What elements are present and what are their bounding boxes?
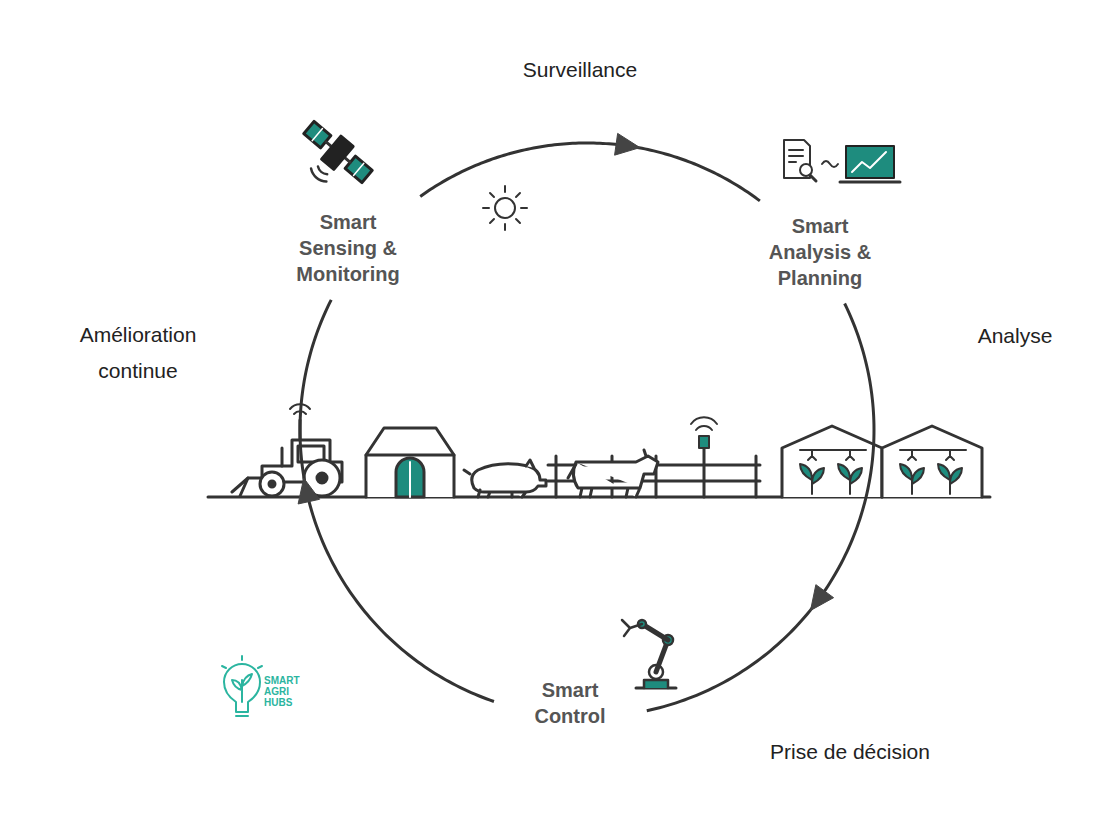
pig-icon [464,460,546,497]
cycle-arc [298,300,494,702]
phase-label: Analyse [955,323,1075,349]
tractor-icon [232,404,342,496]
arrow-head [298,478,319,504]
sun-icon [483,186,527,230]
arc-line [420,143,760,201]
stage-title: Smart Analysis & Planning [758,213,882,291]
greenhouse-icon [782,426,982,497]
phase-label: Amélioration continue [63,317,213,389]
phase-label: Prise de décision [740,739,960,765]
stage-label: Smart Analysis & Planning [754,211,886,293]
analysis-icon [784,140,900,182]
arc-line [300,300,494,702]
stage-title: Smart Control [508,677,632,729]
arrow-head [811,585,834,611]
cow-icon [568,450,658,497]
cycle-arc [420,133,760,201]
stage-title: Smart Sensing & Monitoring [286,209,410,287]
fence-icon [548,417,760,497]
stage-label: Smart Sensing & Monitoring [282,207,414,289]
barn-icon [366,428,454,497]
satellite-icon [287,117,376,202]
arc-line [647,304,874,711]
arrow-head [615,133,640,155]
robot-arm-icon [622,620,676,688]
cycle-arc [647,304,874,711]
logo-text: SMART AGRI HUBS [264,675,308,708]
phase-label: Surveillance [480,57,680,83]
logo-bulb-icon [222,656,262,716]
stage-label: Smart Control [504,675,636,731]
